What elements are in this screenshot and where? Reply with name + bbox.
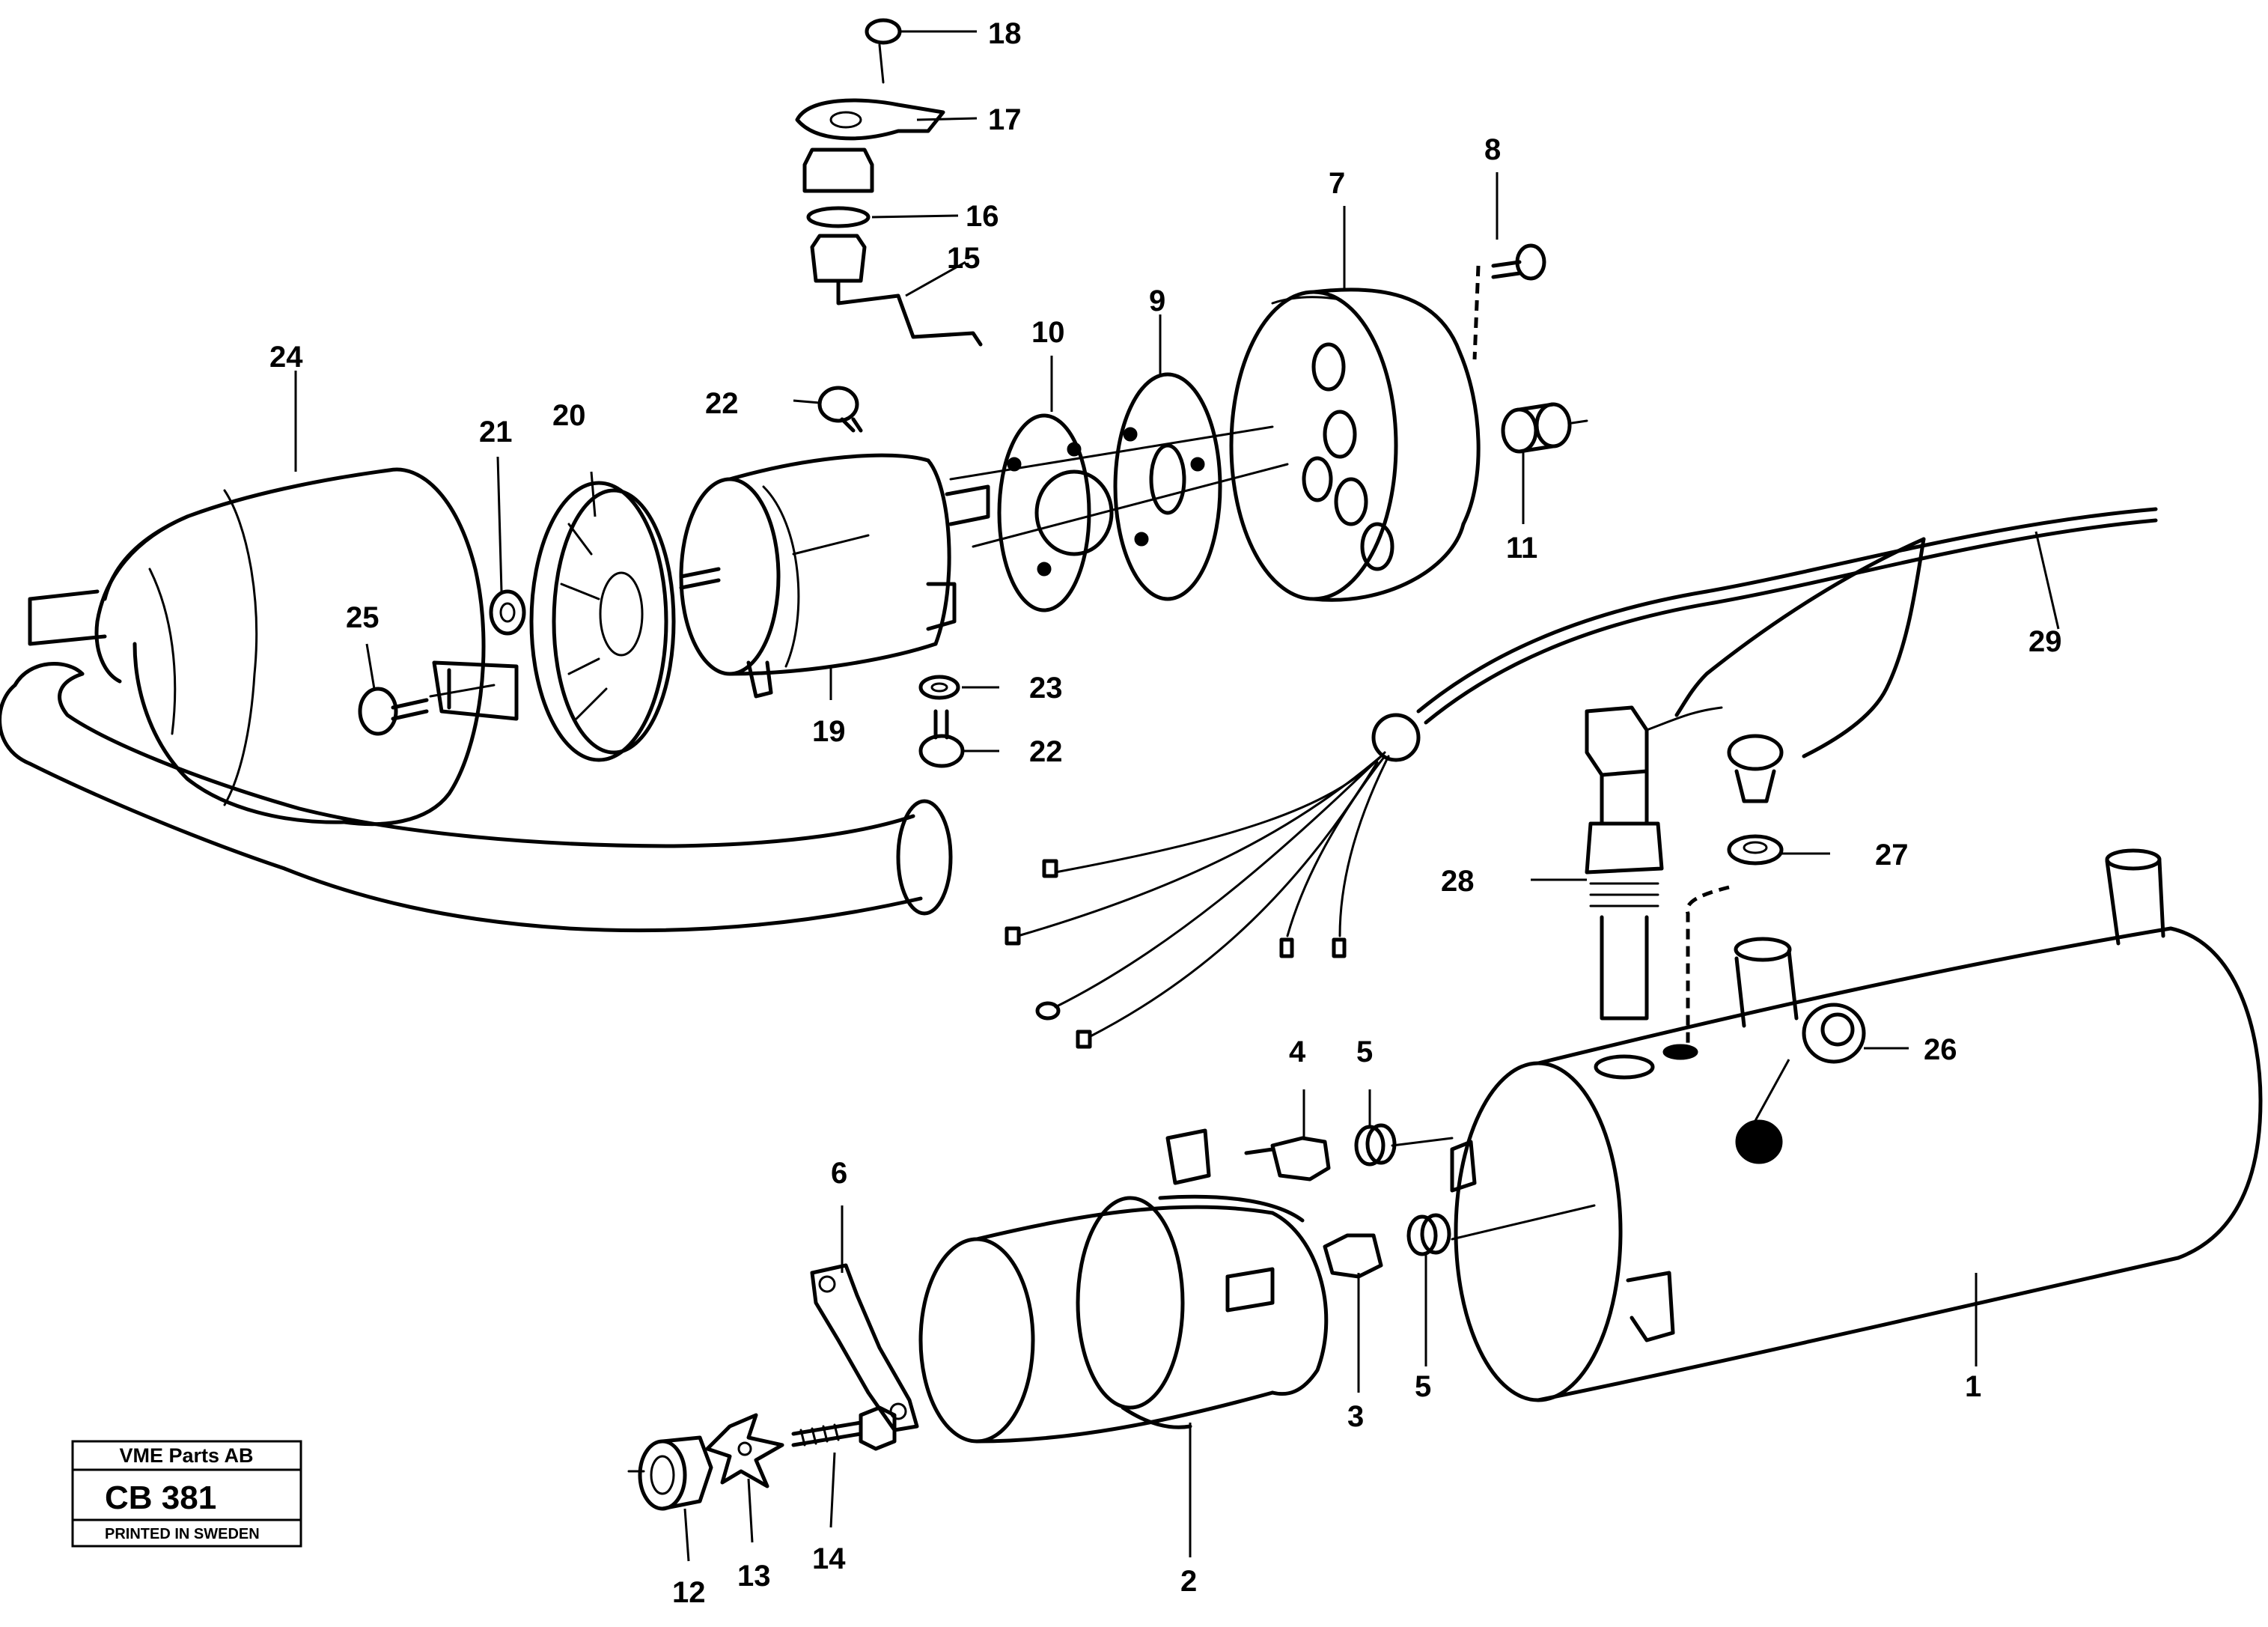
callout-3: 3 <box>1347 1400 1364 1433</box>
assembly-axis <box>949 425 1289 548</box>
plate-company: VME Parts AB <box>119 1444 253 1467</box>
part-20-fan-wheel <box>529 481 676 762</box>
callout-5-upper: 5 <box>1356 1035 1373 1068</box>
plate-code: CB 381 <box>105 1479 216 1516</box>
part-22-screw-bottom <box>918 709 965 768</box>
callout-19: 19 <box>812 715 846 748</box>
part-18-screw <box>865 18 902 84</box>
callout-8: 8 <box>1484 133 1501 166</box>
callout-12: 12 <box>672 1576 706 1609</box>
part-24-intake-duct <box>0 467 953 933</box>
part-8-screw <box>1472 243 1546 360</box>
part-13-lock-washer <box>705 1413 784 1488</box>
callout-1: 1 <box>1965 1370 1981 1403</box>
callout-17: 17 <box>988 103 1022 136</box>
part-4-nipple <box>1244 1136 1331 1182</box>
part-22-screw-top <box>817 386 863 433</box>
nipple-axis <box>1391 1137 1596 1241</box>
callout-22-bottom: 22 <box>1029 735 1063 768</box>
callout-21: 21 <box>479 416 513 448</box>
callout-5-lower: 5 <box>1415 1370 1431 1403</box>
callout-4: 4 <box>1289 1035 1306 1068</box>
part-15-pin <box>810 234 983 347</box>
callout-numbers: 18 17 16 15 7 8 9 10 11 22 20 21 24 25 1… <box>269 17 2062 1609</box>
part-16-grommet <box>802 148 874 228</box>
callout-10: 10 <box>1031 316 1065 349</box>
part-7-housing <box>1229 288 1481 602</box>
callout-11: 11 <box>1506 532 1537 565</box>
callout-9: 9 <box>1149 285 1165 317</box>
part-3-nipple <box>1323 1233 1383 1279</box>
callout-2: 2 <box>1180 1565 1197 1598</box>
part-23-washer <box>918 675 960 700</box>
callout-13: 13 <box>737 1560 771 1593</box>
part-12-nipple <box>627 1435 713 1511</box>
part-17-clip <box>795 98 945 141</box>
duct-bracket <box>432 660 519 721</box>
part-2-burner-tube <box>918 1128 1329 1444</box>
part-14-bolt <box>791 1405 897 1451</box>
callout-15: 15 <box>947 242 981 275</box>
callout-26: 26 <box>1924 1033 1957 1066</box>
part-9-gasket <box>1113 372 1222 601</box>
callout-23: 23 <box>1029 672 1063 705</box>
callout-6: 6 <box>831 1157 847 1190</box>
callout-28: 28 <box>1441 865 1475 898</box>
callout-24: 24 <box>269 341 303 374</box>
callout-16: 16 <box>966 200 999 233</box>
part-26-plug <box>1802 1003 1866 1064</box>
leader-lines <box>294 30 2060 1562</box>
plate-printed: PRINTED IN SWEDEN <box>105 1526 260 1542</box>
part-5-clip-lower <box>1406 1213 1451 1256</box>
part-28-sensor <box>1585 705 1723 1021</box>
part-1-heater-body <box>1450 848 2263 1402</box>
callout-29: 29 <box>2028 625 2062 658</box>
part-10-flange <box>997 413 1114 612</box>
callout-7: 7 <box>1329 167 1345 200</box>
part-11-spacer <box>1501 402 1588 454</box>
callout-25: 25 <box>346 601 379 634</box>
callout-14: 14 <box>812 1542 846 1575</box>
callout-22-top: 22 <box>705 387 739 420</box>
part-6-bracket <box>810 1263 919 1432</box>
callout-18: 18 <box>988 17 1022 50</box>
callout-20: 20 <box>552 399 586 432</box>
part-21-nut <box>489 589 526 636</box>
publisher-plate: VME Parts AB CB 381 PRINTED IN SWEDEN <box>71 1440 302 1548</box>
part-5-clip-upper <box>1354 1123 1397 1167</box>
part-25-screw <box>358 684 496 736</box>
part-19-motor <box>679 453 990 699</box>
callout-27: 27 <box>1875 839 1909 872</box>
part-29-harness <box>1005 507 2158 1049</box>
part-27-plug <box>1685 734 1784 1044</box>
